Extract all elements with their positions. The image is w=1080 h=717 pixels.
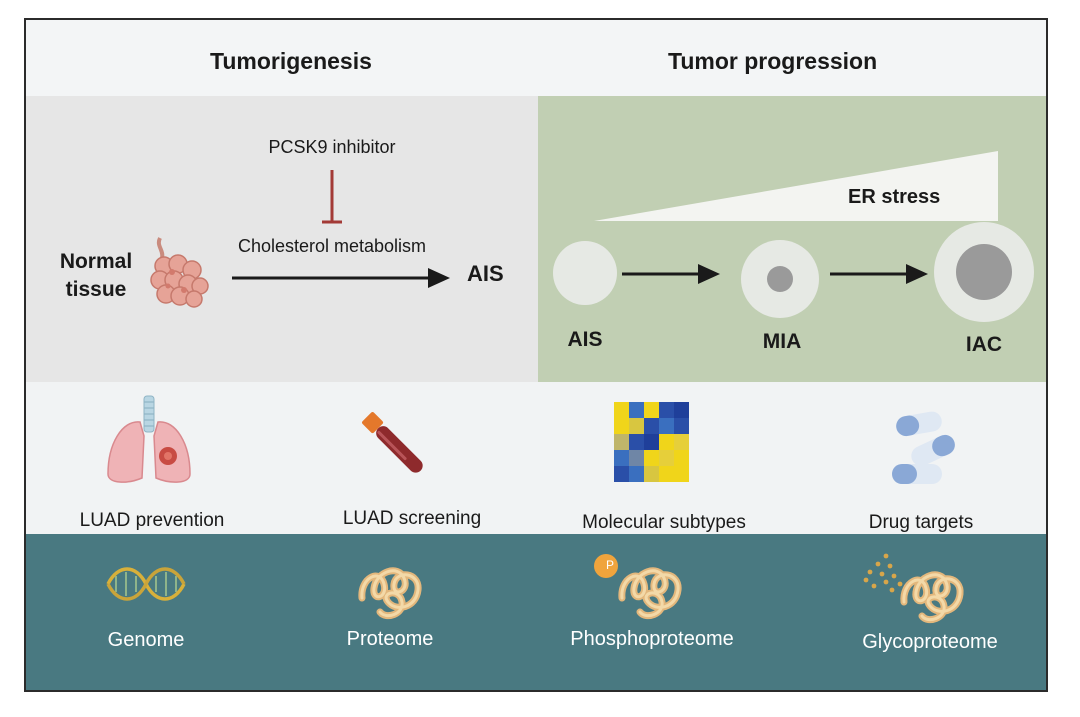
applications-band: LUAD prevention LUAD screening — [26, 382, 1046, 534]
blood-tube-icon — [362, 412, 423, 473]
omics-label-glycoproteome: Glycoproteome — [862, 631, 998, 653]
protein-icon — [358, 567, 422, 620]
omics-label-proteome: Proteome — [346, 628, 434, 650]
figure-frame: Tumorigenesis Tumor progression Normal t… — [24, 18, 1048, 692]
cholesterol-metabolism-label: Cholesterol metabolism — [237, 236, 427, 256]
ais-result-label: AIS — [467, 261, 504, 286]
application-label-drug-targets: Drug targets — [868, 512, 974, 533]
tumor-progression-panel: ER stress AIS MIA IAC — [538, 96, 1046, 382]
stage-label-iac: IAC — [965, 333, 1003, 356]
heatmap-icon — [614, 402, 689, 482]
inhibition-bar — [322, 170, 342, 224]
normal-tissue-label: Normal tissue — [59, 250, 133, 301]
lungs-icon — [107, 395, 191, 483]
header-band: Tumorigenesis Tumor progression — [26, 20, 1046, 96]
omics-band: Genome Proteome P Phosphoproteome Glycop… — [26, 534, 1046, 690]
tumorigenesis-title: Tumorigenesis — [210, 48, 372, 74]
stage-label-mia: MIA — [762, 330, 802, 353]
phospho-badge: P — [605, 558, 614, 572]
pcsk9-inhibitor-label: PCSK9 inhibitor — [268, 137, 396, 157]
er-stress-label: ER stress — [848, 186, 941, 208]
stage-label-ais: AIS — [567, 328, 603, 351]
progression-arrow-2 — [830, 264, 928, 284]
alveoli-icon — [150, 237, 209, 308]
application-label-prevention: LUAD prevention — [79, 510, 225, 531]
ais-stage-cell — [553, 241, 617, 305]
omics-label-genome: Genome — [107, 629, 185, 651]
dna-icon — [106, 567, 186, 601]
omics-label-phosphoproteome: Phosphoproteome — [570, 628, 734, 650]
glycoprotein-icon — [863, 553, 964, 624]
progression-arrow-1 — [622, 264, 720, 284]
phosphoprotein-icon — [594, 554, 682, 620]
er-stress-wedge — [594, 151, 998, 221]
application-label-screening: LUAD screening — [342, 508, 482, 529]
tumor-progression-title: Tumor progression — [668, 48, 878, 74]
tumorigenesis-panel: Normal tissue PCSK9 inhibitor Cholestero… — [26, 96, 538, 382]
metabolism-arrow — [232, 268, 450, 288]
iac-stage-cell — [934, 222, 1034, 322]
application-label-subtypes: Molecular subtypes — [582, 512, 746, 533]
mia-stage-cell — [741, 240, 819, 318]
pills-icon — [892, 411, 955, 484]
